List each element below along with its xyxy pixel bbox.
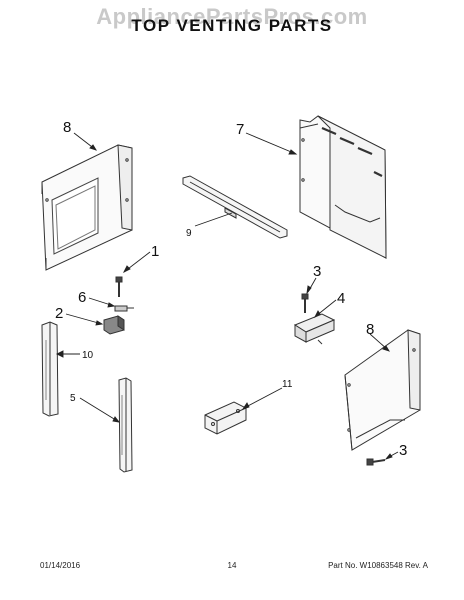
part-10-strip [41, 321, 59, 417]
footer-part-number: Part No. W10863548 Rev. A [328, 561, 428, 570]
callout-10: 10 [82, 350, 94, 361]
part-3-screw-lower [366, 458, 386, 466]
part-1-screw [115, 276, 123, 297]
callout-11: 11 [282, 379, 293, 390]
callout-6: 6 [78, 289, 86, 306]
part-6-pin [114, 305, 134, 312]
part-3-screw-upper [301, 293, 309, 313]
part-8-upper-panel [41, 144, 133, 271]
callout-3-upper: 3 [313, 263, 321, 280]
callout-8-lower: 8 [366, 321, 374, 338]
callout-4: 4 [337, 290, 345, 307]
footer-date: 01/14/2016 [40, 561, 81, 570]
callout-7: 7 [236, 121, 244, 138]
callout-8-upper: 8 [63, 119, 71, 136]
part-2-bracket [103, 315, 125, 335]
part-11-bracket [204, 401, 247, 435]
watermark: AppliancePartsPros.com [96, 4, 368, 29]
callout-3-lower: 3 [399, 442, 407, 459]
callout-1: 1 [151, 243, 159, 260]
callout-5: 5 [70, 393, 76, 404]
part-5-strip [118, 377, 133, 473]
part-4-module [293, 313, 336, 345]
part-8-lower-panel [344, 329, 421, 451]
page-title: TOP VENTING PARTS [131, 16, 333, 35]
leader-lines [55, 132, 399, 460]
footer-page-number: 14 [227, 561, 237, 570]
part-7-upper-panel [299, 115, 387, 259]
part-9-rail [182, 175, 288, 239]
callout-2: 2 [55, 305, 63, 322]
callout-9: 9 [186, 228, 192, 239]
